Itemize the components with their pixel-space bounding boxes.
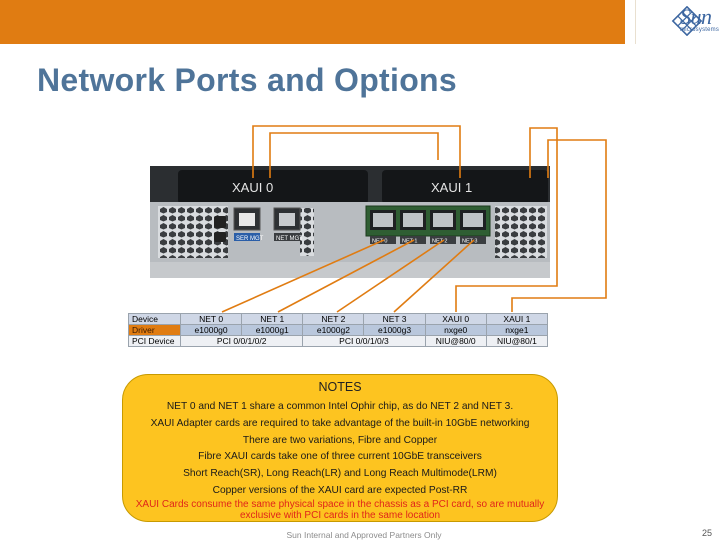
pci-xaui0: NIU@80/0	[424, 335, 487, 347]
row-label-pci-device: PCI Device	[128, 335, 181, 347]
device-net0: NET 0	[179, 313, 243, 325]
notes-title: NOTES	[318, 380, 362, 394]
driver-net2: e1000g2	[302, 324, 365, 336]
notes-line-6: Copper versions of the XAUI card are exp…	[212, 485, 468, 496]
notes-warning: XAUI Cards consume the same physical spa…	[135, 499, 545, 521]
notes-line-2: XAUI Adapter cards are required to take …	[150, 418, 530, 429]
notes-line-3: There are two variations, Fibre and Copp…	[242, 435, 438, 446]
ser-mgt-label: SER MGT	[236, 236, 264, 242]
device-net3: NET 3	[363, 313, 426, 325]
net2-port-label: NET 2	[432, 239, 448, 245]
pci-net2-net3: PCI 0/0/1/0/3	[302, 335, 426, 347]
pci-net0-net1: PCI 0/0/1/0/2	[179, 335, 304, 347]
driver-net1: e1000g1	[241, 324, 304, 336]
notes-line-1: NET 0 and NET 1 share a common Intel Oph…	[166, 401, 514, 412]
xaui1-slot-label: XAUI 1	[431, 180, 472, 195]
notes-line-5: Short Reach(SR), Long Reach(LR) and Long…	[183, 468, 497, 479]
port-mapping-table: Device NET 0 NET 1 NET 2 NET 3 XAUI 0 XA…	[128, 313, 549, 347]
driver-xaui0: nxge0	[424, 324, 487, 336]
device-net2: NET 2	[302, 313, 365, 325]
pci-xaui1: NIU@80/1	[485, 335, 549, 347]
driver-net3: e1000g3	[363, 324, 426, 336]
driver-xaui1: nxge1	[485, 324, 549, 336]
logo-subtitle: microsystems	[680, 27, 720, 33]
net-mgt-label: NET MGT	[276, 236, 303, 242]
slide-title: Network Ports and Options	[37, 62, 457, 98]
server-back-panel-photo: XAUI 0 XAUI 1 SER MGT NET MGT NET 0 NET …	[150, 166, 550, 278]
footer-text: Sun Internal and Approved Partners Only	[286, 530, 442, 540]
net3-port-label: NET 3	[462, 239, 478, 245]
device-xaui1: XAUI 1	[485, 313, 549, 325]
logo-wordmark: Sun	[680, 4, 712, 29]
notes-line-4: Fibre XAUI cards take one of three curre…	[198, 451, 482, 462]
table-row-driver: Driver e1000g0 e1000g1 e1000g2 e1000g3 n…	[128, 324, 549, 336]
page-number: 25	[702, 528, 713, 538]
row-label-driver: Driver	[128, 324, 181, 336]
driver-net0: e1000g0	[179, 324, 243, 336]
table-row-device: Device NET 0 NET 1 NET 2 NET 3 XAUI 0 XA…	[128, 313, 549, 325]
sun-logo-icon	[671, 6, 703, 36]
table-row-pci-device: PCI Device PCI 0/0/1/0/2 PCI 0/0/1/0/3 N…	[128, 335, 549, 347]
top-accent-bar	[0, 0, 625, 44]
net0-port-label: NET 0	[372, 239, 388, 245]
notes-box: NOTES NET 0 and NET 1 share a common Int…	[122, 374, 558, 522]
device-xaui0: XAUI 0	[424, 313, 487, 325]
xaui0-slot-label: XAUI 0	[232, 180, 273, 195]
device-net1: NET 1	[241, 313, 304, 325]
row-label-device: Device	[128, 313, 181, 325]
net1-port-label: NET 1	[402, 239, 418, 245]
